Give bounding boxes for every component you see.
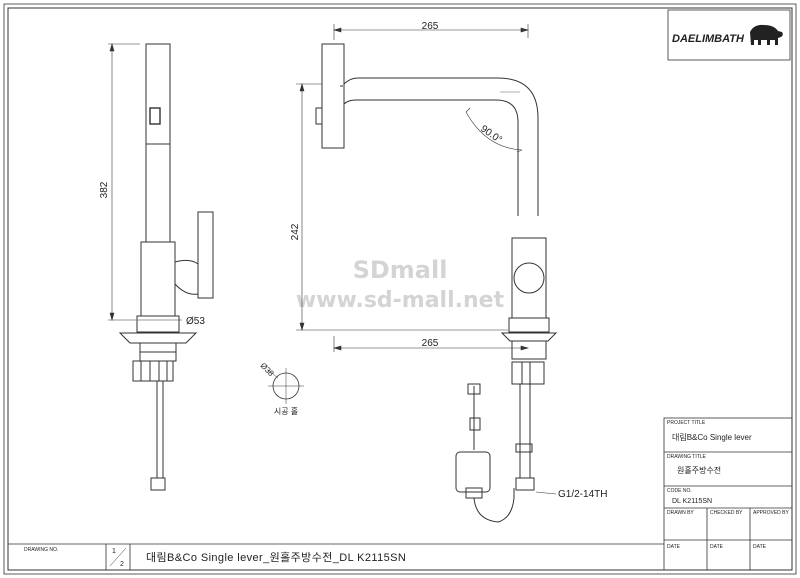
thread-spec-label: G1/2-14TH <box>558 489 607 500</box>
sheet-total: 2 <box>120 561 124 568</box>
project-title: 대림B&Co Single lever <box>672 432 752 442</box>
install-hole-label: 시공 홀 <box>274 406 298 416</box>
install-hole-symbol <box>267 368 304 404</box>
title-block <box>663 417 793 571</box>
footer-strip <box>8 543 664 570</box>
dim-top-265-label: 265 <box>422 21 439 32</box>
sheet-number: 1 <box>112 548 116 555</box>
date-label-3: DATE <box>753 544 767 550</box>
checked-by-label: CHECKED BY <box>710 510 743 516</box>
dim-382-label: 382 <box>99 181 110 198</box>
drawn-by-label: DRAWN BY <box>667 510 694 516</box>
outer-frame <box>3 3 797 575</box>
inner-frame <box>7 7 793 571</box>
drawing-no-label: DRAWING NO. <box>24 547 58 553</box>
code-no-label: CODE NO. <box>667 488 692 494</box>
project-title-label: PROJECT TITLE <box>667 420 706 426</box>
code-no: DL K2115SN <box>672 498 712 505</box>
front-view <box>296 24 558 523</box>
approved-by-label: APPROVED BY <box>753 510 790 516</box>
dim-base-diameter-label: Ø53 <box>186 316 205 327</box>
bear-logo-icon <box>750 24 783 45</box>
watermark-line2: www.sd-mall.net <box>296 288 505 313</box>
drawing-title-label: DRAWING TITLE <box>667 454 707 460</box>
dim-242-label: 242 <box>290 223 301 240</box>
drawing-title: 원홀주방수전 <box>677 465 721 475</box>
logo-box: DAELIMBATH <box>667 9 791 61</box>
bend-angle-label: 90.0° <box>478 123 504 145</box>
side-view <box>108 42 214 491</box>
dim-bottom-265-label: 265 <box>422 338 439 349</box>
watermark-line1: SDmall <box>353 256 448 284</box>
drawing-description: 대림B&Co Single lever_원홀주방수전_DL K2115SN <box>146 551 406 564</box>
brand-logo-text: DAELIMBATH <box>672 33 745 45</box>
date-label-1: DATE <box>667 544 681 550</box>
install-hole-diameter-label: Ø38 <box>259 361 276 378</box>
date-label-2: DATE <box>710 544 724 550</box>
